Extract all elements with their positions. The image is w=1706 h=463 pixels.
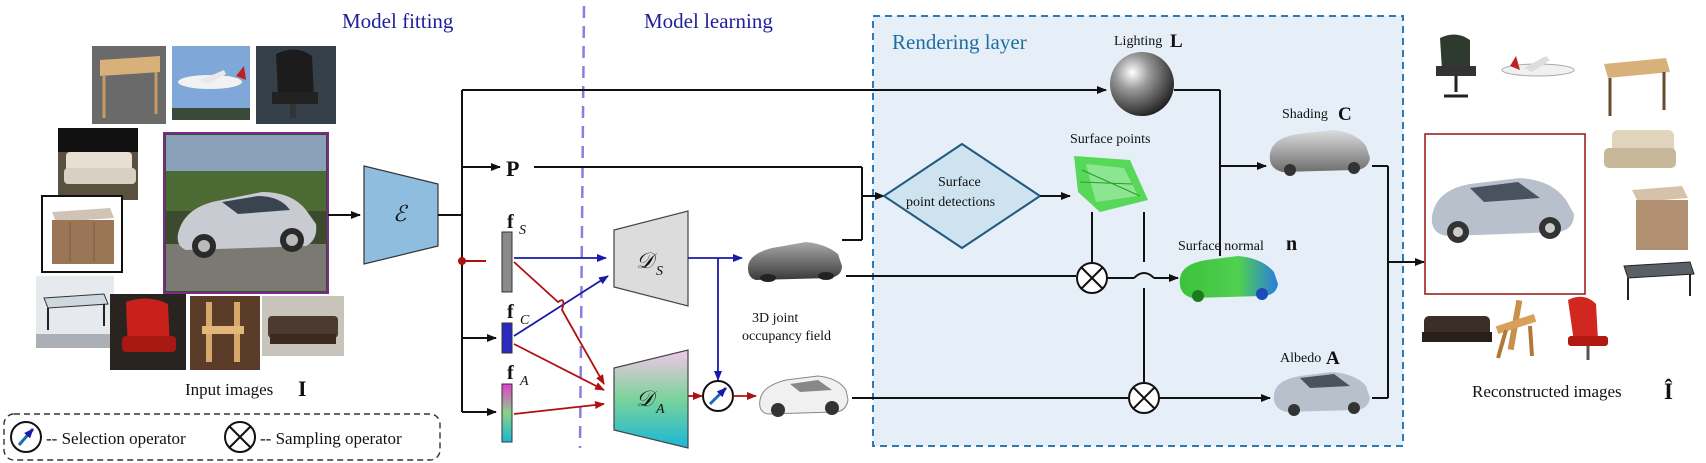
fs-subscript: S: [519, 223, 526, 238]
decoder-shape: [613, 210, 689, 307]
lighting-symbol: L: [1170, 31, 1183, 52]
albedo-symbol: A: [1326, 348, 1340, 369]
surface-points-label: Surface points: [1070, 132, 1150, 147]
fs-code: [501, 231, 513, 293]
reconstructed-images-collage: [1422, 34, 1695, 360]
legend-selection-text: -- Selection operator: [46, 429, 186, 448]
legend-sampling-text: -- Sampling operator: [260, 429, 402, 448]
reconstructed-label: Reconstructed images: [1472, 382, 1622, 401]
encoder-block: [363, 165, 439, 265]
albedo-label: Albedo: [1280, 351, 1321, 366]
decoder-albedo-symbol: 𝒟: [636, 386, 658, 411]
fa-label: f: [507, 362, 514, 384]
shading-symbol: C: [1338, 104, 1352, 125]
fa-code: [501, 383, 513, 443]
input-images-symbol: I: [298, 376, 307, 401]
surface-normal-symbol: n: [1286, 233, 1297, 255]
occupancy-car-grey: [748, 242, 842, 282]
selection-operator-node: [702, 380, 734, 412]
occupancy-label-line2: occupancy field: [742, 329, 831, 344]
lighting-sphere: [1110, 52, 1174, 116]
surface-detection-line1: Surface: [938, 175, 981, 190]
fc-code: [501, 322, 513, 354]
sampling-operator-node-albedo: [1128, 382, 1160, 414]
pose-label: P: [506, 156, 519, 181]
model-fitting-title: Model fitting: [342, 9, 454, 33]
input-images-collage: [36, 46, 344, 370]
input-images-label: Input images: [185, 380, 273, 399]
rendering-layer-title: Rendering layer: [892, 30, 1027, 54]
albedo-car: [1273, 372, 1370, 416]
fc-label: f: [507, 301, 514, 323]
decoder-shape-symbol: 𝒟: [636, 248, 658, 273]
decoder-shape-subscript: S: [656, 264, 663, 279]
fitting-learning-separator: [578, 5, 586, 449]
fc-subscript: C: [520, 313, 530, 328]
fa-subscript: A: [519, 374, 529, 389]
shading-label: Shading: [1282, 107, 1328, 122]
fs-label: f: [507, 211, 514, 233]
occupancy-car-white: [759, 375, 849, 417]
surface-points-cloud: [1074, 156, 1148, 212]
legend-selection-icon: [10, 421, 42, 453]
surface-normal-label: Surface normal: [1178, 239, 1264, 254]
lighting-label: Lighting: [1114, 34, 1162, 49]
surface-normal-car: [1179, 256, 1278, 302]
legend-box: [3, 413, 441, 461]
occupancy-label-line1: 3D joint: [752, 311, 798, 326]
decoder-albedo-subscript: A: [655, 402, 665, 417]
sampling-operator-node-normal: [1076, 262, 1108, 294]
legend-sampling-icon: [224, 421, 256, 453]
decoder-albedo: [613, 349, 689, 449]
shading-car: [1269, 130, 1370, 176]
surface-detection-line2: point detections: [906, 195, 995, 210]
model-learning-title: Model learning: [644, 9, 773, 33]
encoder-symbol: ℰ: [393, 201, 409, 226]
reconstructed-symbol: Î: [1664, 378, 1673, 404]
